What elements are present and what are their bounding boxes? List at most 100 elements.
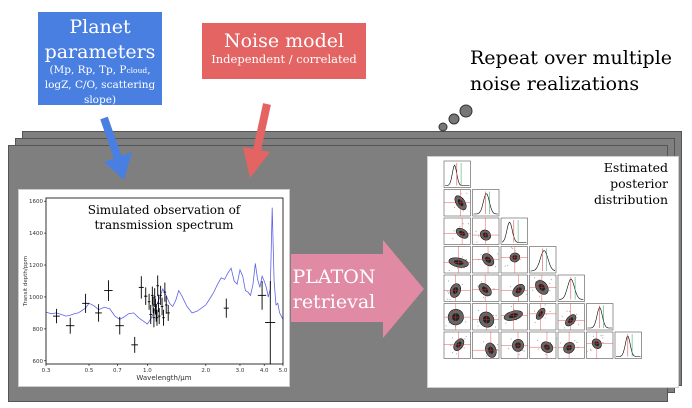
retrieval-arrow-line1: PLATON xyxy=(293,266,376,288)
corner-scatter-point xyxy=(465,321,467,323)
posterior-title-line3: distribution xyxy=(593,192,668,207)
corner-histogram xyxy=(530,250,556,272)
corner-scatter-point xyxy=(569,311,571,313)
planet-to-spectrum-arrow xyxy=(100,116,132,180)
spectrum-ytick-label: 1000 xyxy=(29,295,43,301)
corner-scatter-point xyxy=(549,290,551,292)
planet-params-comma: , xyxy=(147,64,151,76)
corner-scatter-point xyxy=(559,342,561,344)
corner-scatter-point xyxy=(525,293,527,295)
corner-cell xyxy=(472,189,500,217)
corner-scatter-point xyxy=(556,338,557,340)
corner-scatter-point xyxy=(462,223,464,225)
noise-model-subtitle: Independent / correlated xyxy=(211,52,357,66)
corner-scatter-point xyxy=(497,344,499,346)
corner-scatter-point xyxy=(511,247,513,249)
corner-plot xyxy=(443,160,642,359)
retrieval-arrow-shape xyxy=(291,240,424,338)
corner-scatter-point xyxy=(465,259,467,261)
retrieval-arrow-line2: retrieval xyxy=(293,291,376,313)
spectrum-xtick-label: 2.0 xyxy=(201,368,210,374)
planet-title-line2: parameters xyxy=(44,41,156,63)
corner-scatter-point xyxy=(602,334,604,336)
corner-scatter-point xyxy=(574,340,576,342)
corner-scatter-point xyxy=(564,327,566,329)
corner-scatter-point xyxy=(602,342,604,344)
corner-scatter-point xyxy=(590,349,592,350)
corner-scatter-point xyxy=(600,335,602,337)
planet-title-line1: Planet xyxy=(69,16,131,38)
corner-scatter-point xyxy=(513,309,515,311)
corner-scatter-point xyxy=(523,350,525,352)
corner-scatter-point xyxy=(550,279,552,281)
corner-scatter-point xyxy=(505,322,507,324)
corner-scatter-point xyxy=(478,235,480,237)
spectrum-xlabel: Wavelength/μm xyxy=(136,374,191,382)
corner-scatter-point xyxy=(460,267,462,269)
corner-scatter-point xyxy=(590,350,592,352)
spectrum-plot-frame xyxy=(45,197,284,365)
corner-scatter-point xyxy=(522,350,524,351)
corner-scatter-point xyxy=(457,267,458,269)
spectrum-ytick-label: 800 xyxy=(33,327,44,333)
corner-scatter-point xyxy=(448,322,450,324)
corner-scatter-point xyxy=(534,277,536,279)
corner-scatter-point xyxy=(518,353,520,355)
planet-params-line2: logZ, C/O, scattering xyxy=(44,79,156,91)
corner-scatter-point xyxy=(493,314,494,316)
corner-scatter-point xyxy=(536,339,538,341)
corner-scatter-point xyxy=(480,281,482,283)
corner-scatter-point xyxy=(452,238,454,240)
corner-scatter-point xyxy=(447,291,449,293)
corner-scatter-point xyxy=(511,306,512,307)
corner-scatter-point xyxy=(449,299,451,301)
corner-scatter-point xyxy=(576,342,578,343)
corner-scatter-point xyxy=(532,289,534,291)
corner-scatter-point xyxy=(476,241,478,243)
corner-scatter-point xyxy=(549,311,551,312)
corner-scatter-point xyxy=(461,284,463,285)
corner-scatter-point xyxy=(452,337,453,339)
corner-scatter-point xyxy=(504,265,506,267)
repeat-line1: Repeat over multiple xyxy=(470,47,673,69)
corner-scatter-point xyxy=(539,295,541,297)
spectrum-xtick-label: 5.0 xyxy=(279,368,288,374)
corner-scatter-point xyxy=(459,225,461,227)
corner-scatter-point xyxy=(507,265,509,267)
corner-scatter-point xyxy=(477,321,479,323)
corner-scatter-point xyxy=(534,322,536,324)
corner-scatter-point xyxy=(486,355,487,357)
corner-scatter-point xyxy=(463,347,465,349)
corner-scatter-point xyxy=(454,206,455,208)
spectrum-ytick-label: 1200 xyxy=(29,263,43,269)
corner-cell xyxy=(529,246,557,274)
spectrum-model-line xyxy=(45,207,284,325)
spectrum-ytick-label: 1600 xyxy=(29,199,43,205)
posterior-panel: Estimated posterior distribution xyxy=(427,156,679,388)
corner-scatter-point xyxy=(561,315,563,317)
spectrum-xtick-label: 0.5 xyxy=(85,368,94,374)
corner-scatter-point xyxy=(486,357,488,359)
corner-scatter-point xyxy=(467,223,469,225)
corner-scatter-point xyxy=(496,348,498,350)
corner-histogram xyxy=(445,164,470,186)
corner-scatter-point xyxy=(455,353,457,355)
corner-scatter-point xyxy=(480,254,482,256)
repeat-text: Repeat over multiple noise realizations xyxy=(470,45,680,97)
corner-scatter-point xyxy=(510,338,512,340)
corner-scatter-point xyxy=(465,336,467,337)
corner-histogram xyxy=(587,306,612,329)
corner-scatter-point xyxy=(495,266,497,268)
spectrum-xtick-label: 3.0 xyxy=(236,368,245,374)
corner-scatter-point xyxy=(450,344,452,346)
corner-scatter-point xyxy=(539,279,541,281)
corner-scatter-point xyxy=(493,288,495,290)
spectrum-ytick-label: 1400 xyxy=(29,231,43,237)
corner-scatter-point xyxy=(478,309,479,311)
corner-scatter-point xyxy=(534,310,535,312)
corner-scatter-point xyxy=(510,286,512,288)
corner-scatter-point xyxy=(512,248,514,250)
corner-scatter-point xyxy=(602,337,604,339)
